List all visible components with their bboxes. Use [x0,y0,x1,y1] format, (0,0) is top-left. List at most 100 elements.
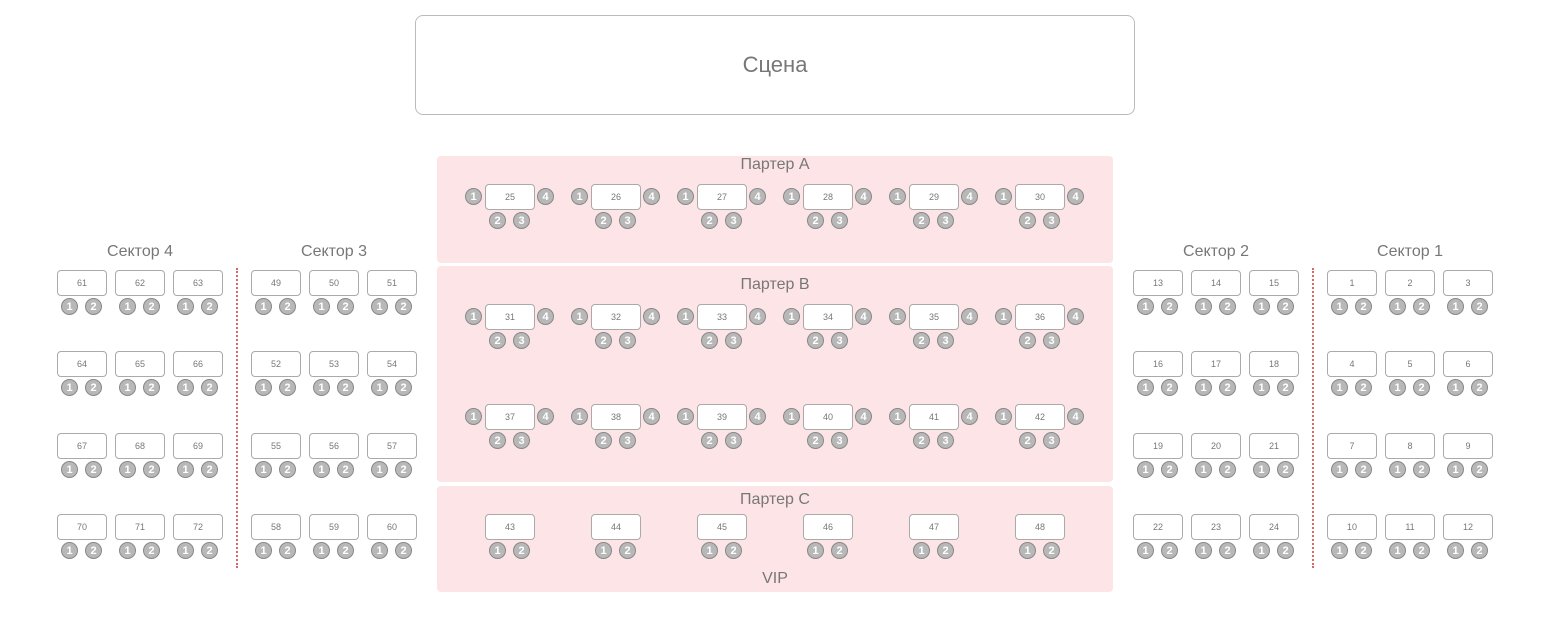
seat[interactable]: 2 [701,212,718,229]
seat[interactable]: 2 [395,298,412,315]
seat[interactable]: 2 [1019,212,1036,229]
seat[interactable]: 2 [1019,432,1036,449]
table[interactable]: 39 [697,404,747,430]
seat[interactable]: 1 [1331,542,1348,559]
table[interactable]: 48 [1015,514,1065,540]
table[interactable]: 43 [485,514,535,540]
table[interactable]: 23 [1191,514,1241,540]
seat[interactable]: 3 [725,432,742,449]
seat[interactable]: 1 [1253,542,1270,559]
seat[interactable]: 3 [619,212,636,229]
seat[interactable]: 1 [1253,461,1270,478]
seat[interactable]: 2 [337,298,354,315]
seat[interactable]: 1 [1331,298,1348,315]
seat[interactable]: 2 [337,379,354,396]
seat[interactable]: 1 [177,379,194,396]
seat[interactable]: 1 [1195,298,1212,315]
table[interactable]: 11 [1385,514,1435,540]
seat[interactable]: 4 [643,308,660,325]
table[interactable]: 52 [251,351,301,377]
table[interactable]: 6 [1443,351,1493,377]
seat[interactable]: 2 [201,542,218,559]
seat[interactable]: 2 [1161,542,1178,559]
seat[interactable]: 2 [85,542,102,559]
seat[interactable]: 1 [1389,379,1406,396]
seat[interactable]: 1 [1389,542,1406,559]
seat[interactable]: 1 [1137,461,1154,478]
seat[interactable]: 1 [489,542,506,559]
table[interactable]: 15 [1249,270,1299,296]
seat[interactable]: 3 [619,432,636,449]
seat[interactable]: 1 [1447,379,1464,396]
table[interactable]: 36 [1015,304,1065,330]
seat[interactable]: 1 [313,461,330,478]
table[interactable]: 67 [57,433,107,459]
seat[interactable]: 1 [783,188,800,205]
seat[interactable]: 2 [807,432,824,449]
seat[interactable]: 1 [1447,298,1464,315]
seat[interactable]: 4 [961,408,978,425]
table[interactable]: 66 [173,351,223,377]
seat[interactable]: 2 [1277,461,1294,478]
seat[interactable]: 3 [513,432,530,449]
seat[interactable]: 2 [1355,379,1372,396]
table[interactable]: 22 [1133,514,1183,540]
table[interactable]: 1 [1327,270,1377,296]
seat[interactable]: 1 [1389,298,1406,315]
table[interactable]: 12 [1443,514,1493,540]
seat[interactable]: 2 [143,461,160,478]
table[interactable]: 60 [367,514,417,540]
table[interactable]: 71 [115,514,165,540]
seat[interactable]: 2 [489,432,506,449]
seat[interactable]: 1 [1389,461,1406,478]
seat[interactable]: 3 [1043,212,1060,229]
table[interactable]: 41 [909,404,959,430]
seat[interactable]: 1 [465,408,482,425]
table[interactable]: 24 [1249,514,1299,540]
table[interactable]: 64 [57,351,107,377]
seat[interactable]: 3 [831,212,848,229]
seat[interactable]: 3 [725,212,742,229]
table[interactable]: 2 [1385,270,1435,296]
table[interactable]: 65 [115,351,165,377]
table[interactable]: 31 [485,304,535,330]
seat[interactable]: 2 [1219,542,1236,559]
table[interactable]: 51 [367,270,417,296]
seat[interactable]: 1 [119,298,136,315]
table[interactable]: 16 [1133,351,1183,377]
seat[interactable]: 4 [1067,188,1084,205]
seat[interactable]: 1 [1195,542,1212,559]
table[interactable]: 19 [1133,433,1183,459]
seat[interactable]: 2 [1277,379,1294,396]
seat[interactable]: 2 [595,212,612,229]
seat[interactable]: 1 [1331,461,1348,478]
table[interactable]: 32 [591,304,641,330]
table[interactable]: 9 [1443,433,1493,459]
table[interactable]: 50 [309,270,359,296]
table[interactable]: 42 [1015,404,1065,430]
seat[interactable]: 4 [855,408,872,425]
table[interactable]: 62 [115,270,165,296]
seat[interactable]: 2 [937,542,954,559]
table[interactable]: 45 [697,514,747,540]
seat[interactable]: 1 [465,188,482,205]
seat[interactable]: 1 [61,461,78,478]
table[interactable]: 18 [1249,351,1299,377]
seat[interactable]: 2 [395,542,412,559]
seat[interactable]: 4 [749,408,766,425]
seat[interactable]: 2 [1355,298,1372,315]
seat[interactable]: 2 [1219,298,1236,315]
seat[interactable]: 1 [1253,379,1270,396]
seat[interactable]: 4 [855,308,872,325]
table[interactable]: 40 [803,404,853,430]
seat[interactable]: 2 [1471,542,1488,559]
seat[interactable]: 1 [177,542,194,559]
seat[interactable]: 1 [371,298,388,315]
seat[interactable]: 1 [783,308,800,325]
table[interactable]: 17 [1191,351,1241,377]
seat[interactable]: 2 [701,432,718,449]
seat[interactable]: 2 [85,379,102,396]
seat[interactable]: 1 [255,461,272,478]
seat[interactable]: 4 [961,308,978,325]
seat[interactable]: 4 [537,408,554,425]
